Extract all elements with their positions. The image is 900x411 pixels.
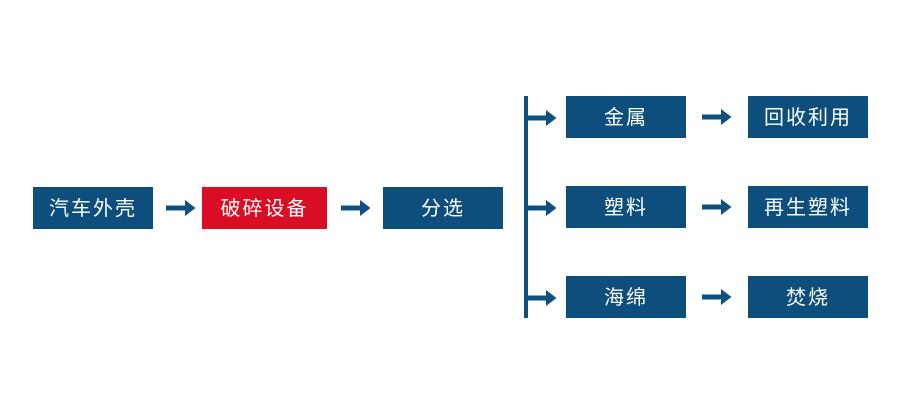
node-recycling-reuse[interactable]: 回收利用 (748, 96, 868, 138)
arrow-right-icon-sorting-to-plastic (526, 197, 558, 219)
node-car-shell[interactable]: 汽车外壳 (33, 187, 153, 229)
node-incineration[interactable]: 焚烧 (748, 276, 868, 318)
arrow-right-icon-plastic-to-regenerated (701, 194, 733, 220)
node-regenerated-plastic[interactable]: 再生塑料 (748, 186, 868, 228)
arrow-right-icon-sponge-to-incineration (701, 284, 733, 310)
arrow-right-icon-shredder-to-sorting (340, 195, 372, 221)
node-sorting[interactable]: 分选 (383, 187, 503, 229)
sorting-split-line (524, 96, 528, 318)
node-sponge[interactable]: 海绵 (566, 276, 686, 318)
arrow-right-icon-metal-to-recycle (701, 104, 733, 130)
node-shredding-equipment[interactable]: 破碎设备 (202, 187, 327, 229)
node-metal[interactable]: 金属 (566, 96, 686, 138)
arrow-right-icon-sorting-to-metal (526, 107, 558, 129)
node-plastic[interactable]: 塑料 (566, 186, 686, 228)
arrow-right-icon-input-to-shredder (165, 195, 197, 221)
arrow-right-icon-sorting-to-sponge (526, 287, 558, 309)
